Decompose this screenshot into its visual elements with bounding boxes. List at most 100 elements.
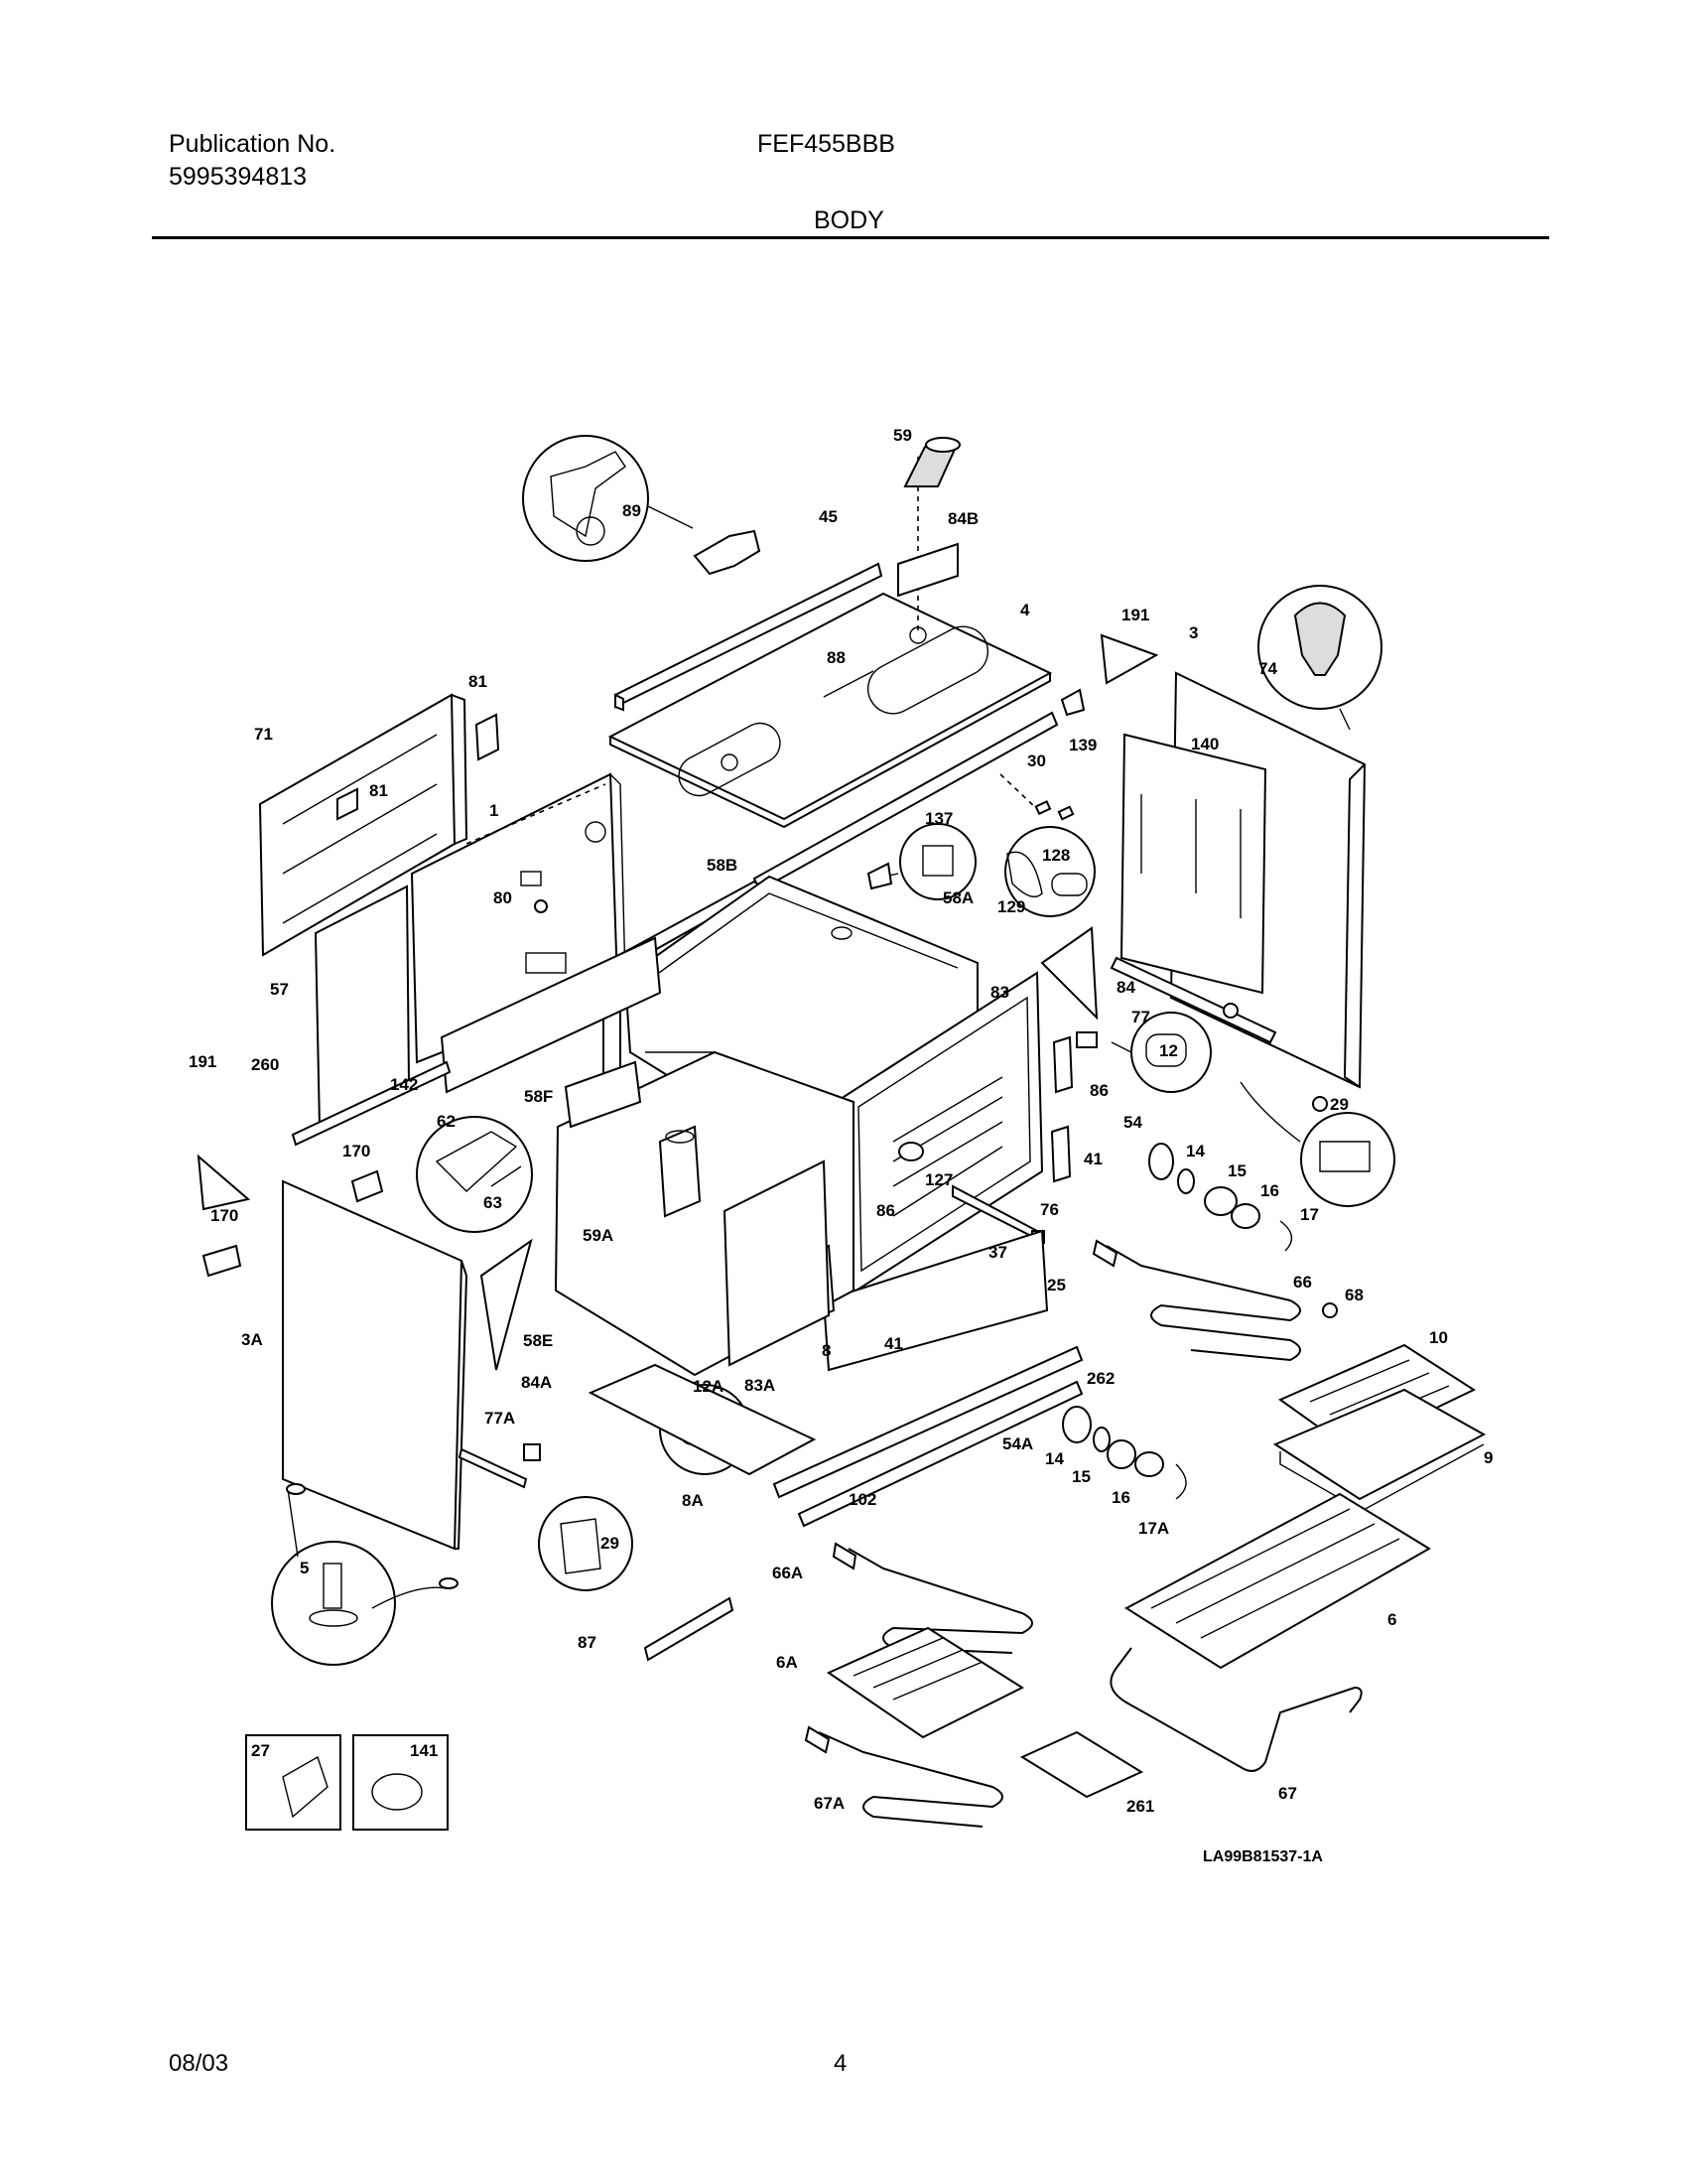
oven-rack-6A bbox=[826, 1626, 1025, 1739]
label-81: 81 bbox=[468, 672, 487, 691]
detail-circle-29-upper bbox=[1240, 1081, 1395, 1207]
bracket-84A bbox=[479, 1238, 533, 1371]
label-68: 68 bbox=[1345, 1286, 1364, 1304]
label-84B: 84B bbox=[948, 509, 979, 528]
detail-circle-5 bbox=[271, 1488, 448, 1666]
label-74: 74 bbox=[1258, 659, 1277, 678]
broil-element-66A bbox=[832, 1542, 1033, 1654]
label-83A: 83A bbox=[744, 1376, 775, 1395]
label-29: 29 bbox=[1330, 1095, 1349, 1114]
label-12: 12 bbox=[1159, 1041, 1178, 1060]
label-86b: 86 bbox=[876, 1201, 895, 1220]
rail-77A bbox=[458, 1443, 541, 1489]
label-139: 139 bbox=[1069, 736, 1097, 754]
label-54A: 54A bbox=[1002, 1434, 1033, 1453]
label-58F: 58F bbox=[524, 1087, 553, 1106]
label-76: 76 bbox=[1040, 1200, 1059, 1219]
label-16: 16 bbox=[1260, 1181, 1279, 1200]
bracket-191 bbox=[1100, 633, 1159, 685]
label-8: 8 bbox=[822, 1341, 831, 1360]
oven-rack-6 bbox=[1124, 1492, 1431, 1670]
label-57: 57 bbox=[270, 980, 289, 999]
socket-12 bbox=[1076, 1031, 1098, 1048]
hinge-86 bbox=[1052, 1035, 1074, 1094]
switch-89 bbox=[693, 529, 761, 576]
label-86: 86 bbox=[1090, 1081, 1109, 1100]
label-87: 87 bbox=[578, 1633, 596, 1652]
label-142: 142 bbox=[390, 1075, 418, 1094]
label-140: 140 bbox=[1191, 735, 1219, 753]
bracket-84 bbox=[1040, 926, 1099, 1021]
label-25: 25 bbox=[1047, 1276, 1066, 1294]
label-83: 83 bbox=[990, 983, 1009, 1002]
label-6: 6 bbox=[1387, 1610, 1396, 1629]
label-128: 128 bbox=[1042, 846, 1070, 865]
bracket-191-left bbox=[197, 1154, 251, 1211]
insulation-58F bbox=[564, 1060, 642, 1129]
label-170: 170 bbox=[342, 1142, 370, 1160]
rear-panel-71 bbox=[258, 693, 468, 957]
label-89: 89 bbox=[622, 501, 641, 520]
label-1: 1 bbox=[489, 801, 498, 820]
model-number: FEF455BBB bbox=[757, 130, 895, 158]
label-80: 80 bbox=[493, 888, 512, 907]
label-262: 262 bbox=[1087, 1369, 1115, 1388]
detail-circle-62-63 bbox=[416, 1116, 533, 1233]
label-58A: 58A bbox=[943, 888, 974, 907]
footer-date: 08/03 bbox=[169, 2050, 229, 2077]
label-71: 71 bbox=[254, 725, 273, 744]
label-77: 77 bbox=[1131, 1008, 1150, 1026]
label-10: 10 bbox=[1429, 1328, 1448, 1347]
label-29b: 29 bbox=[600, 1534, 619, 1553]
part-68 bbox=[1322, 1302, 1338, 1318]
label-170b: 170 bbox=[210, 1206, 238, 1225]
label-127: 127 bbox=[925, 1170, 953, 1189]
clip-170-left bbox=[201, 1244, 242, 1278]
top-rail-45 bbox=[614, 562, 883, 712]
label-58E: 58E bbox=[523, 1331, 553, 1350]
label-6A: 6A bbox=[776, 1653, 798, 1672]
header-divider bbox=[152, 236, 1549, 239]
label-66A: 66A bbox=[772, 1564, 803, 1582]
label-30: 30 bbox=[1027, 751, 1046, 770]
label-14: 14 bbox=[1186, 1142, 1205, 1160]
label-8A: 8A bbox=[682, 1491, 704, 1510]
rail-102 bbox=[797, 1380, 1084, 1528]
label-129: 129 bbox=[997, 897, 1025, 916]
label-3: 3 bbox=[1189, 623, 1198, 642]
label-102: 102 bbox=[849, 1490, 876, 1509]
detail-circle-137 bbox=[874, 823, 977, 900]
label-12A: 12A bbox=[693, 1377, 723, 1396]
part-127 bbox=[898, 1142, 924, 1161]
label-67A: 67A bbox=[814, 1794, 845, 1813]
detail-circle-89 bbox=[522, 435, 694, 562]
label-14b: 14 bbox=[1045, 1449, 1064, 1468]
broil-pan-261 bbox=[1019, 1730, 1144, 1799]
screw-128 bbox=[999, 773, 1075, 821]
drawing-id: LA99B81537-1A bbox=[1203, 1848, 1323, 1865]
label-77A: 77A bbox=[484, 1409, 515, 1428]
clip-80 bbox=[534, 899, 548, 913]
label-15: 15 bbox=[1228, 1161, 1247, 1180]
insulation-140 bbox=[1119, 733, 1267, 995]
label-67: 67 bbox=[1278, 1784, 1297, 1803]
floor-8A bbox=[588, 1363, 817, 1476]
label-5: 5 bbox=[300, 1559, 309, 1577]
rail-262 bbox=[772, 1345, 1084, 1499]
label-27: 27 bbox=[251, 1741, 270, 1760]
label-59A: 59A bbox=[583, 1226, 613, 1245]
side-panel-left-3A bbox=[282, 1179, 468, 1551]
label-15b: 15 bbox=[1072, 1467, 1091, 1486]
bracket-87 bbox=[643, 1596, 734, 1662]
publication-number: 5995394813 bbox=[169, 163, 308, 191]
inset-box-27 bbox=[245, 1734, 341, 1831]
label-16b: 16 bbox=[1112, 1488, 1130, 1507]
label-63: 63 bbox=[483, 1193, 502, 1212]
label-4: 4 bbox=[1020, 601, 1030, 619]
clip-170-top bbox=[350, 1169, 384, 1203]
bake-element-67A bbox=[804, 1725, 1003, 1828]
inset-box-141 bbox=[352, 1734, 449, 1831]
label-41: 41 bbox=[1084, 1150, 1103, 1168]
label-84: 84 bbox=[1117, 978, 1135, 997]
